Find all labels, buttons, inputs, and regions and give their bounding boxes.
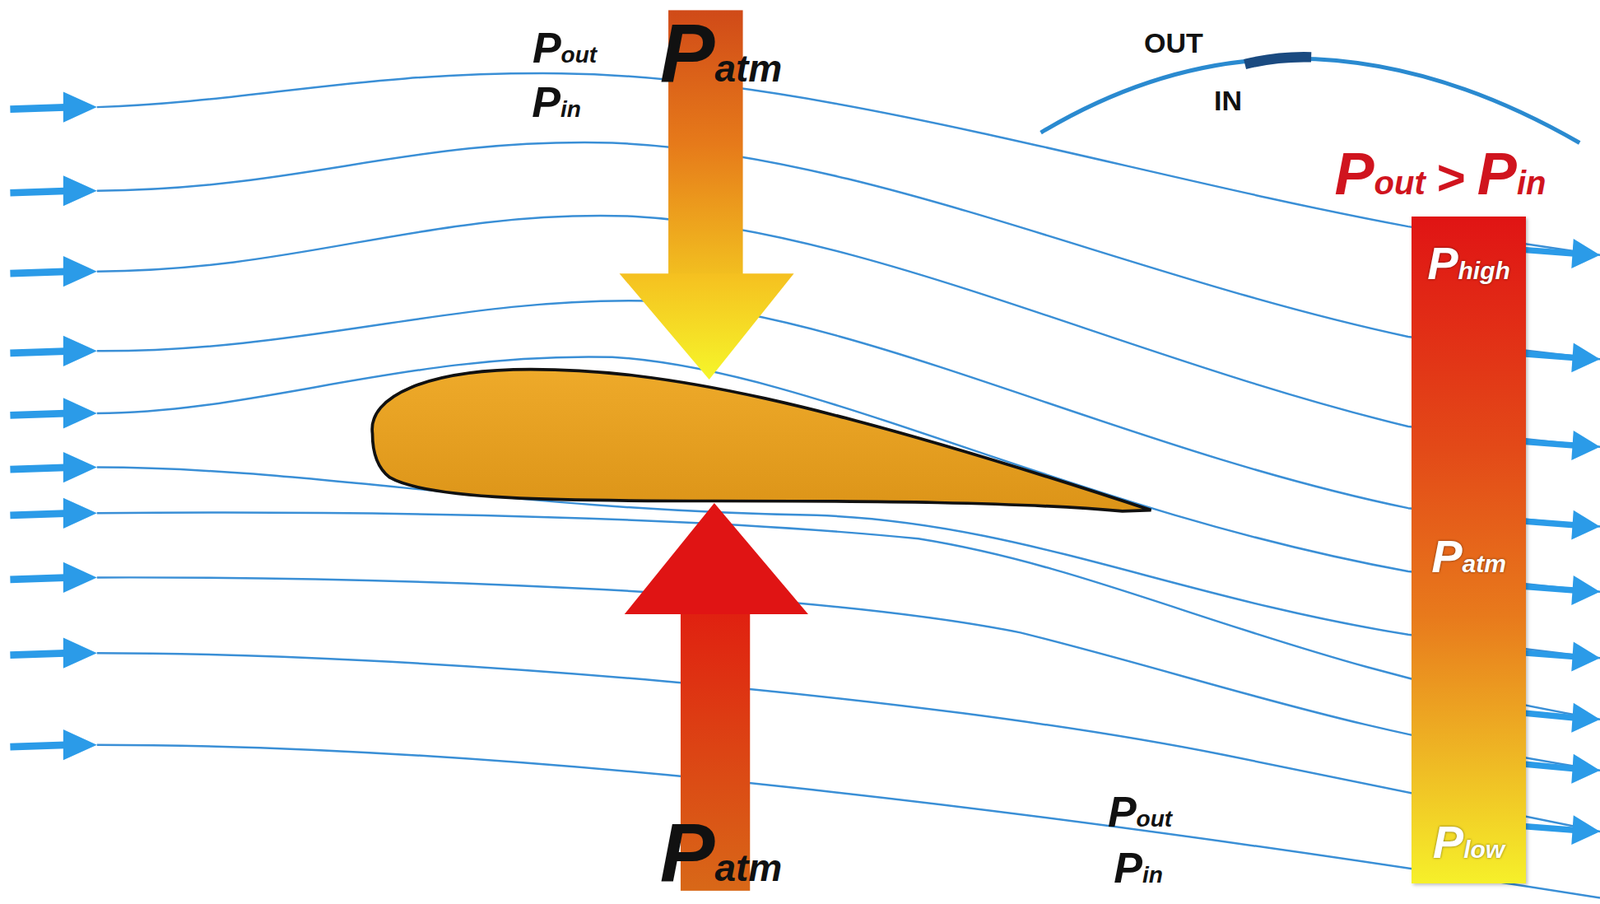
pressure-level: Plow (1432, 818, 1505, 866)
pressure-label: Pin (1113, 846, 1163, 889)
pressure-label: Pout (532, 26, 597, 70)
pressure-label: Pout (1107, 790, 1173, 833)
side-label: OUT (1144, 28, 1204, 57)
pressure-gradient-bar: PhighPatmPlow (1411, 216, 1526, 884)
curved-membrane (1041, 56, 1581, 143)
pressure-label: Patm (660, 11, 783, 94)
pressure-label: Patm (660, 810, 783, 894)
pressure-level: Phigh (1427, 240, 1511, 287)
pressure-comparison: Pout>Pin (1334, 144, 1547, 204)
streamlines (97, 73, 1600, 898)
pressure-label: Pin (1477, 144, 1547, 204)
pressure-label: Pin (531, 80, 582, 124)
pressure-label: Pout (1334, 144, 1426, 204)
pressure-level: Patm (1431, 533, 1507, 580)
inflow-arrows (9, 92, 97, 761)
outflow-arrows (1525, 238, 1600, 845)
comparison-sign: > (1437, 153, 1466, 203)
bottom-pressure-arrow (624, 502, 809, 891)
top-pressure-arrow (619, 9, 795, 380)
side-label: IN (1213, 86, 1242, 115)
airfoil (372, 369, 1151, 512)
